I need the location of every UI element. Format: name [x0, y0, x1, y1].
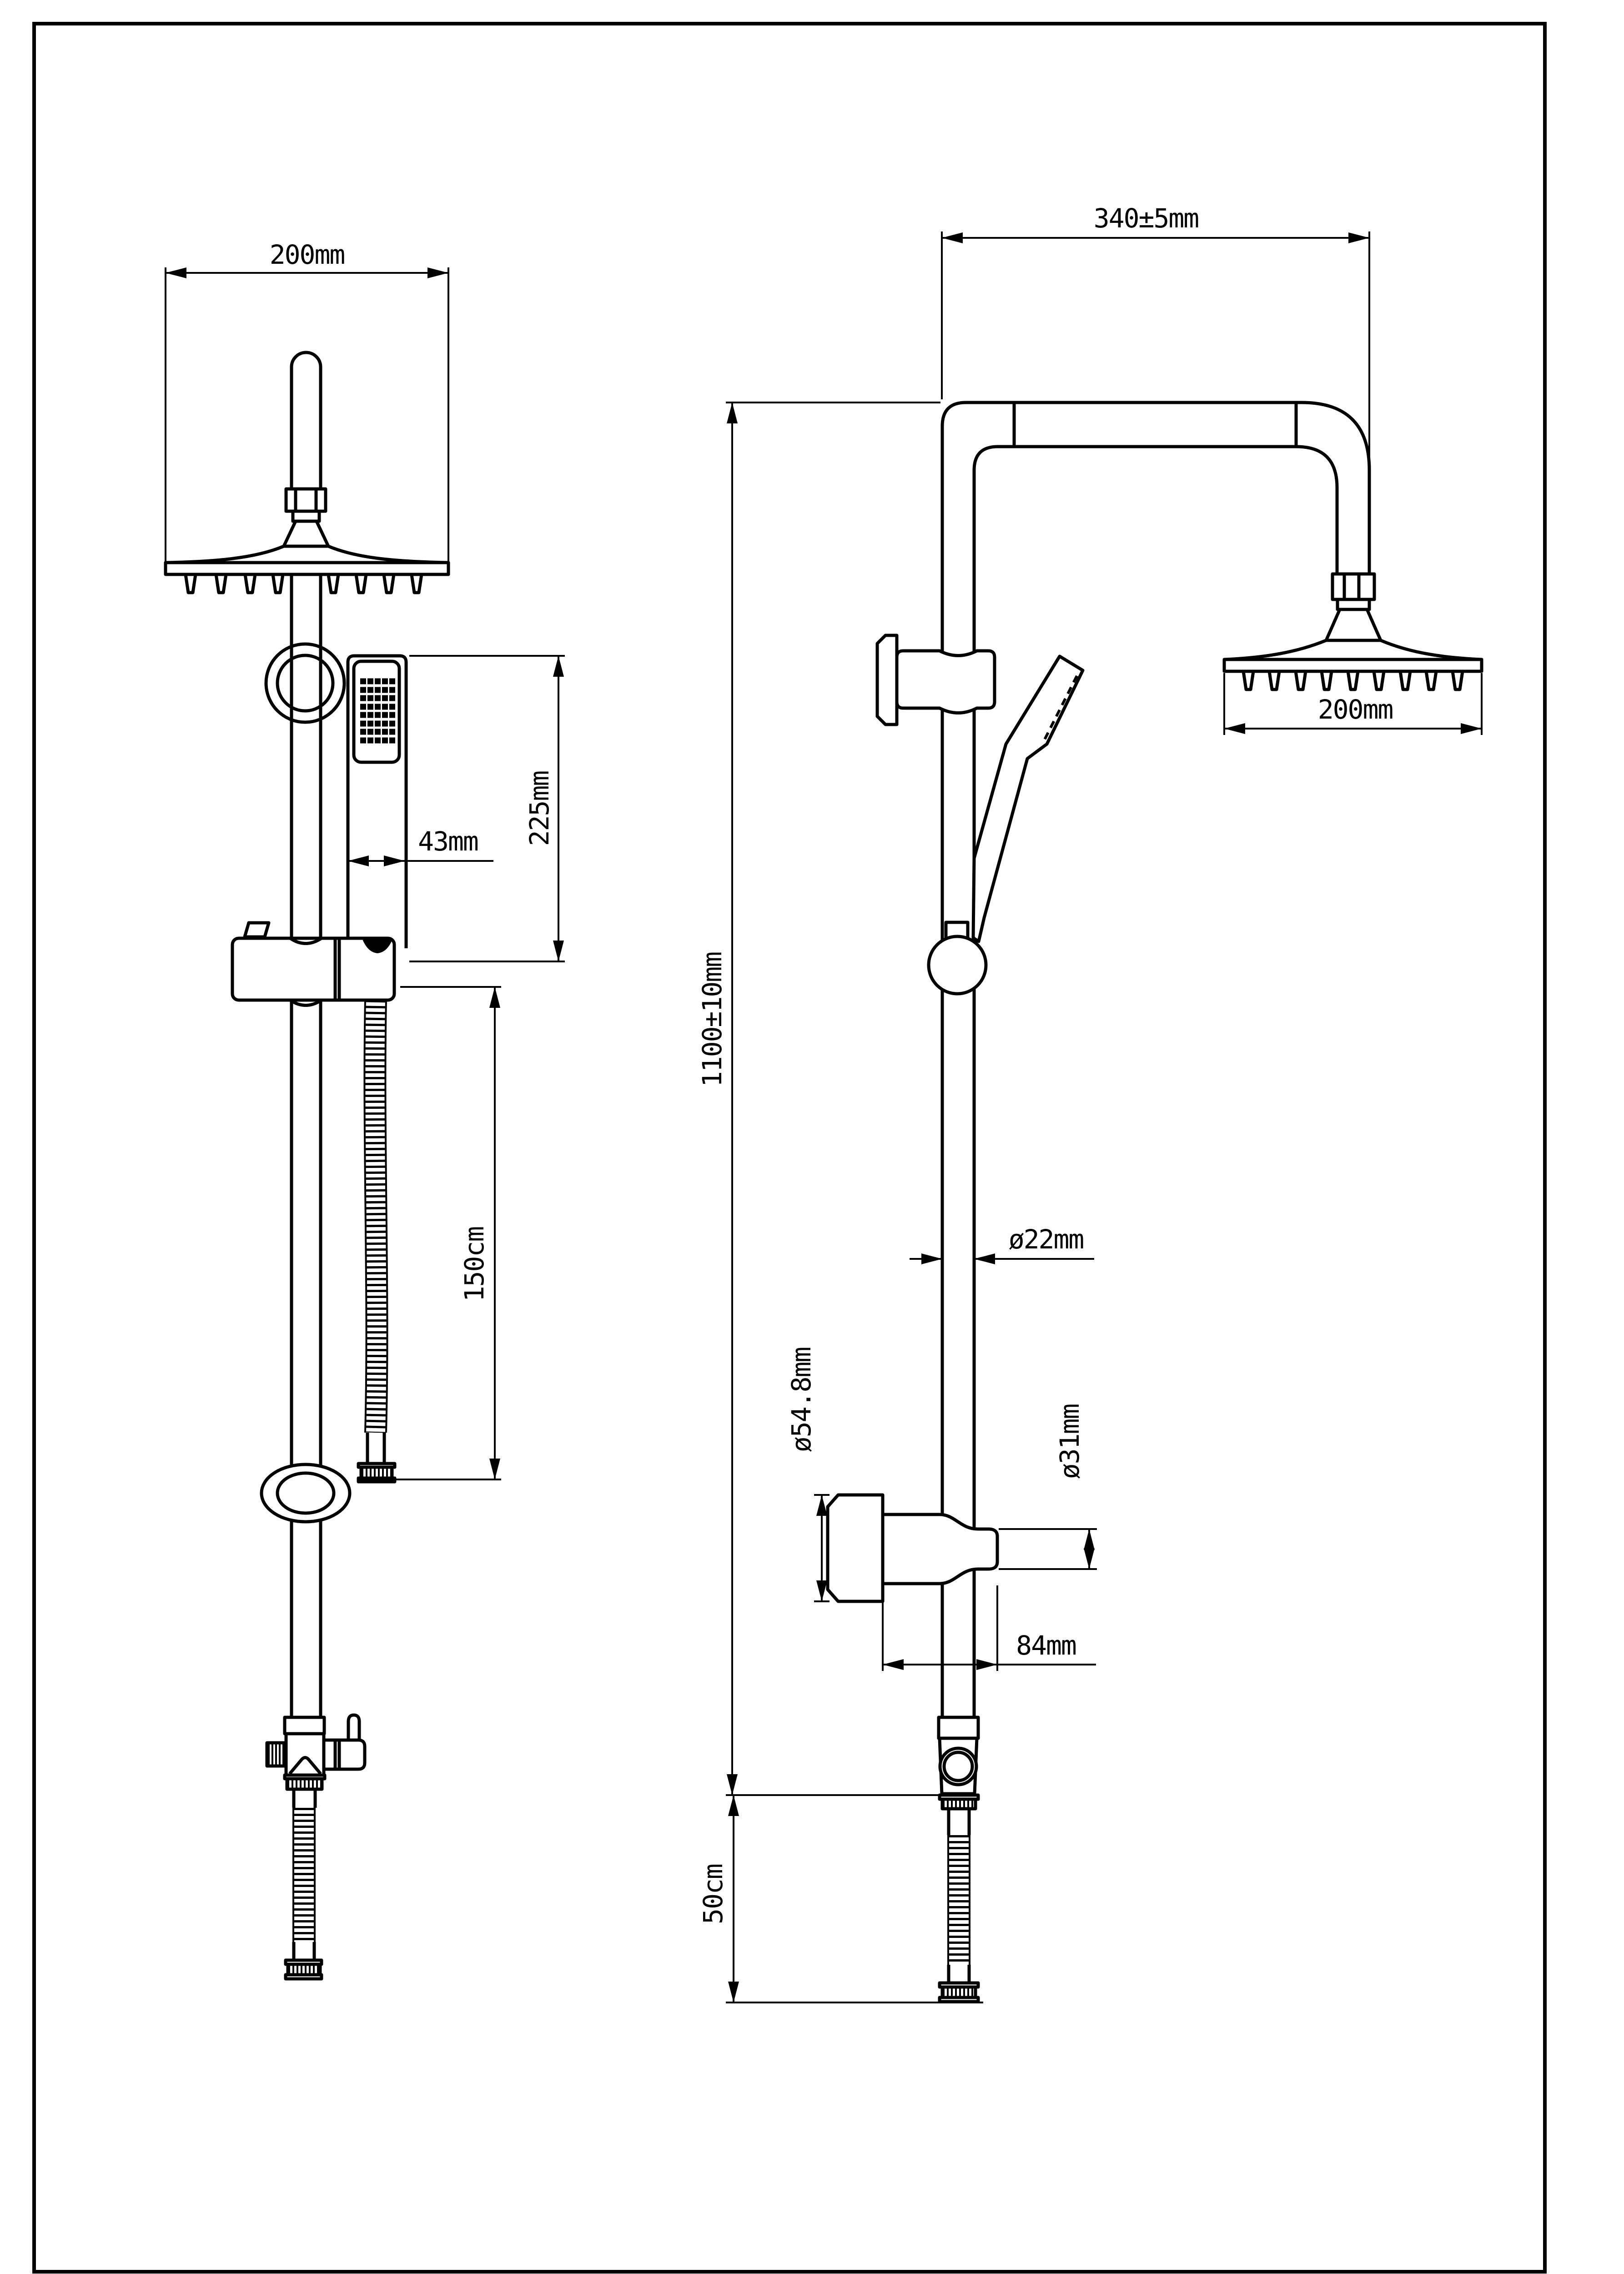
spray-nozzle-teeth	[1243, 671, 1463, 689]
slider-ball	[927, 935, 988, 996]
supply-hose-front	[283, 1773, 327, 1981]
dim-label-handset-width: 43mm	[418, 826, 478, 857]
dim-label-supply-hose-length: 50cm	[698, 1864, 729, 1924]
diverter-valve-side	[937, 1716, 980, 1796]
lower-slider-bracket-side	[826, 1493, 999, 1603]
release-lever	[243, 921, 271, 939]
dim-label-column-height: 1100±10mm	[697, 952, 728, 1087]
riser-column-side	[940, 401, 1371, 1717]
dim-handset-width: 43mm	[348, 826, 493, 866]
bracket-cylinder	[881, 1513, 999, 1585]
bracket-cylinder	[895, 649, 996, 714]
dim-label-front-head-width: 200mm	[270, 239, 345, 270]
connector-nut	[284, 487, 327, 513]
dim-supply-hose-length: 50cm	[698, 1795, 983, 2003]
diverter-valve-front	[265, 1713, 367, 1777]
dim-label-hose-length: 150cm	[459, 1227, 490, 1302]
handset-hose-front	[357, 1000, 397, 1484]
bracket-body	[231, 936, 396, 1002]
front-view: 200mm 43mm 225mm 150cm	[164, 239, 565, 1981]
valve-knob-inner	[942, 1751, 974, 1782]
supply-hose-side	[938, 1793, 980, 2003]
handset-faceplate	[352, 659, 401, 764]
side-view: 340±5mm 200mm 1100±10mm ø22mm	[697, 203, 1483, 2003]
head-cone	[282, 519, 330, 548]
dim-label-arm-reach: 340±5mm	[1094, 203, 1199, 234]
drawing-frame	[32, 22, 1547, 2274]
column-pass-bottom	[289, 999, 322, 1007]
head-dome	[1222, 639, 1483, 661]
wall-plate	[875, 634, 899, 726]
diverter-handle	[322, 1713, 367, 1771]
dim-label-bracket-diameter: ø31mm	[1054, 1404, 1085, 1479]
handset-nozzle-grid	[360, 678, 395, 744]
head-plate	[164, 561, 450, 576]
hose-nut	[357, 1462, 397, 1484]
column-pass-top	[289, 937, 322, 945]
dim-label-side-head-width: 200mm	[1318, 694, 1393, 725]
handle-pin	[347, 1713, 361, 1741]
dim-pipe-diameter: ø22mm	[910, 1224, 1094, 1264]
overhead-shower-side	[1222, 572, 1483, 689]
upper-ring-holder-front	[264, 642, 346, 724]
handle-body	[322, 1738, 367, 1771]
handset-body	[971, 654, 1085, 943]
dim-column-height: 1100±10mm	[697, 402, 940, 1796]
valve-chevron	[288, 1756, 322, 1775]
shower-arm-inner	[972, 445, 1339, 574]
dim-knob-diameter: ø54.8mm	[786, 1348, 830, 1602]
connector-nut	[1331, 572, 1376, 601]
shower-arm-outer	[940, 401, 1371, 574]
hose-end-nut	[284, 1958, 323, 1981]
inlet-pipe	[290, 351, 322, 491]
dim-handset-length: 225mm	[409, 655, 565, 962]
slider-bracket-front	[231, 921, 396, 1007]
dim-label-pipe-diameter: ø22mm	[1009, 1224, 1084, 1255]
adjuster-knob	[826, 1493, 885, 1603]
dim-arm-reach: 340±5mm	[941, 203, 1370, 572]
dim-label-bracket-length: 84mm	[1016, 1630, 1076, 1661]
slider-ring-side	[927, 921, 988, 996]
dim-bracket-length: 84mm	[882, 1585, 1096, 1671]
head-dome	[164, 544, 450, 564]
spray-nozzle-teeth	[186, 574, 422, 593]
dim-label-knob-diameter: ø54.8mm	[786, 1348, 817, 1453]
head-plate	[1222, 658, 1483, 673]
dim-front-head-width: 200mm	[165, 239, 449, 563]
handset-side	[971, 654, 1085, 943]
upper-wall-bracket-side	[875, 634, 996, 726]
hose-seat-section	[362, 938, 393, 953]
overhead-shower-front	[164, 351, 450, 593]
valve-collar	[937, 1716, 980, 1740]
valve-collar	[283, 1716, 326, 1736]
lower-ring-holder-front	[260, 1463, 352, 1524]
riser-column-front	[290, 574, 322, 1717]
head-cone	[1324, 608, 1383, 642]
hose-end-nut	[938, 1981, 980, 2003]
threaded-inlet	[265, 1741, 287, 1768]
dim-hose-length: 150cm	[359, 986, 501, 1480]
handset-front	[346, 654, 408, 948]
dim-bracket-diameter: ø31mm	[999, 1404, 1097, 1570]
dim-label-handset-length: 225mm	[524, 771, 555, 846]
dim-side-head-width: 200mm	[1223, 673, 1483, 735]
